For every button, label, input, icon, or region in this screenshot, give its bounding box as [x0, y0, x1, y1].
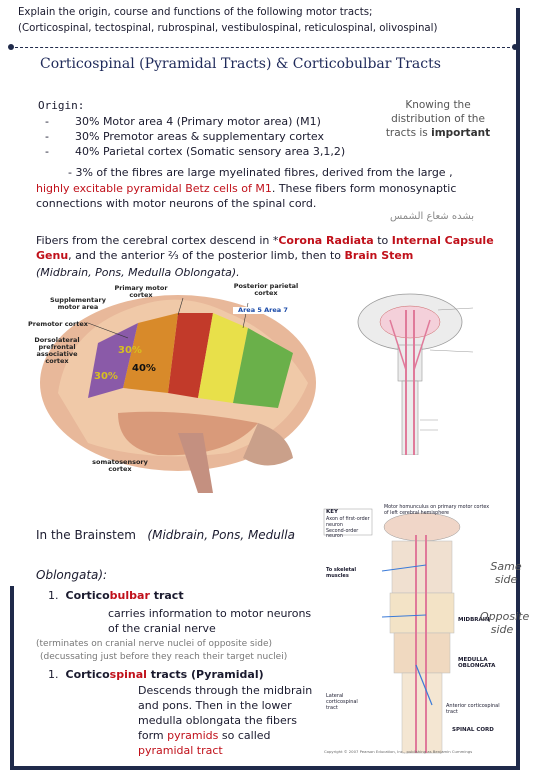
label-area-5-7: Area 5 Area 7	[233, 307, 293, 314]
bullet: -	[45, 115, 49, 128]
label-premotor: Premotor cortex	[28, 320, 88, 328]
pct-premotor: 30%	[118, 345, 142, 356]
origin-item-text: 40% Parietal cortex (Somatic sensory are…	[75, 145, 346, 158]
tract-illustration	[323, 508, 461, 754]
corticobulbar-note-2: (decussating just before they reach thei…	[40, 652, 288, 662]
tract-motor-homunculus: Motor homunculus on primary motor cortex…	[384, 505, 490, 516]
label-posterior-parietal: Posterior parietal cortex	[233, 282, 299, 297]
brainstem-heading-cont: Oblongata):	[36, 568, 108, 582]
question-line-2: (Corticospinal, tectospinal, rubrospinal…	[18, 23, 438, 34]
brainstem-heading: In the Brainstem (Midbrain, Pons, Medull…	[36, 528, 295, 543]
origin-item-text: 30% Motor area 4 (Primary motor area) (M…	[75, 115, 321, 128]
course-text-2: to	[373, 234, 392, 247]
page-frame-left	[10, 586, 14, 770]
corticospinal-item: 1. Corticospinal tracts (Pyramidal)	[48, 667, 264, 682]
pct-parietal: 40%	[132, 363, 156, 374]
page-title: Corticospinal (Pyramidal Tracts) & Corti…	[40, 56, 441, 72]
opposite-side-note: Opposite side	[480, 610, 530, 636]
tract-anterior: Anterior corticospinal tract	[446, 703, 500, 715]
origin-heading: Origin:	[38, 99, 85, 112]
label-somatosensory: somatosensory cortex	[92, 458, 148, 473]
brain-figure: Primary motor cortex Posterior parietal …	[28, 283, 324, 493]
parietal-region	[233, 328, 293, 408]
note-line-1: Knowing the	[405, 99, 471, 111]
origin-item: - 30% Motor area 4 (Primary motor area) (…	[45, 114, 385, 129]
corticobulbar-note-1: (terminates on cranial nerve nuclei of o…	[36, 639, 272, 649]
note-prefix: tracts is	[385, 127, 432, 139]
pyramids-highlight: pyramids	[167, 729, 219, 742]
desc-mid: so called	[218, 729, 271, 742]
item-red: bulbar	[109, 589, 150, 602]
pyramidal-tract-highlight: pyramidal tract	[138, 744, 223, 757]
corona-radiata: Corona Radiata	[278, 234, 374, 247]
bullet: -	[45, 145, 49, 158]
item-prefix: Cortico	[65, 668, 110, 681]
dashed-divider	[10, 47, 515, 48]
desc-prefix: Descends through the midbrain and pons. …	[138, 684, 313, 742]
origin-item: - 40% Parietal cortex (Somatic sensory ar…	[45, 144, 385, 159]
note-line-2: distribution of the	[391, 113, 485, 125]
tract-to-skeletal-1: To skeletal muscles	[326, 567, 357, 579]
course-paragraph: Fibers from the cerebral cortex descend …	[36, 233, 506, 263]
label-dorsolateral: Dorsolateral prefrontal associative cort…	[34, 336, 80, 365]
betz-line: - 3% of the fibres are large myelinated …	[68, 166, 453, 179]
page-frame-bottom	[10, 766, 520, 770]
brain-illustration	[40, 295, 316, 493]
premotor-region	[123, 313, 178, 393]
tract-figure: KEY Axon of first-order neuron Second-or…	[322, 505, 500, 757]
item-prefix: Cortico	[65, 589, 110, 602]
betz-cells-highlight: highly excitable pyramidal Betz cells of…	[36, 182, 272, 195]
tract-key-axon: Axon of first-order neuron	[326, 517, 370, 528]
brainstem-heading-paren: (Midbrain, Pons, Medulla	[147, 528, 295, 542]
note-bold: important	[431, 127, 491, 139]
tract-key-second: Second-order neuron	[326, 529, 359, 539]
somatosensory-region	[198, 313, 248, 403]
internal-capsule: Internal Capsule Genu	[36, 234, 494, 262]
label-supplementary: Supplementary motor area	[50, 296, 106, 311]
betz-suffix: . These fibers form monosynaptic connect…	[36, 182, 457, 210]
betz-paragraph: highly excitable pyramidal Betz cells of…	[36, 181, 506, 211]
same-side-note: Same side	[490, 560, 522, 586]
tract-lateral: Lateral corticospinal tract	[326, 693, 358, 711]
tract-key: KEY	[326, 509, 339, 515]
corticospinal-desc: Descends through the midbrain and pons. …	[138, 683, 318, 758]
item-number: 1.	[48, 668, 59, 681]
course-text-3: , and the anterior ⅔ of the posterior li…	[68, 249, 345, 262]
item-suffix: tracts (Pyramidal)	[146, 668, 264, 681]
pct-prefrontal: 30%	[94, 371, 118, 382]
tract-medulla: MEDULLA OBLONGATA	[458, 657, 496, 669]
divider-dot-right	[512, 44, 518, 50]
credit-text: بشده شعاع الشمس	[390, 211, 475, 222]
prefrontal-region	[88, 323, 138, 398]
tract-spinal-cord: SPINAL CORD	[452, 727, 494, 733]
note-line-3: tracts is important	[378, 126, 498, 140]
origin-list: - 30% Motor area 4 (Primary motor area) (…	[45, 114, 385, 159]
label-primary-motor: Primary motor cortex	[114, 284, 168, 299]
course-brainstem-parts: (Midbrain, Pons, Medulla Oblongata).	[36, 266, 240, 279]
spinal-cord-figure	[338, 290, 510, 456]
bullet: -	[45, 130, 49, 143]
item-suffix: tract	[149, 589, 184, 602]
tract-midbrain: MIDBRAIN	[458, 617, 490, 623]
item-number: 1.	[48, 589, 59, 602]
question-line-1: Explain the origin, course and functions…	[18, 7, 373, 18]
importance-note: Knowing the distribution of the tracts i…	[378, 98, 498, 140]
brain-stem: Brain Stem	[344, 249, 414, 262]
tract-copyright: Copyright © 2007 Pearson Education, Inc.…	[324, 749, 473, 754]
spinal-cord-illustration	[357, 293, 474, 456]
corticobulbar-desc: carries information to motor neurons of …	[108, 607, 312, 635]
brainstem-heading-text: In the Brainstem	[36, 528, 136, 542]
corticobulbar-item: 1. Corticobulbar tract	[48, 588, 184, 603]
page-frame-right	[516, 8, 520, 770]
origin-item: - 30% Premotor areas & supplementary cort…	[45, 129, 385, 144]
course-text-1: Fibers from the cerebral cortex descend …	[36, 234, 279, 247]
origin-item-text: 30% Premotor areas & supplementary corte…	[75, 130, 324, 143]
item-red: spinal	[109, 668, 147, 681]
